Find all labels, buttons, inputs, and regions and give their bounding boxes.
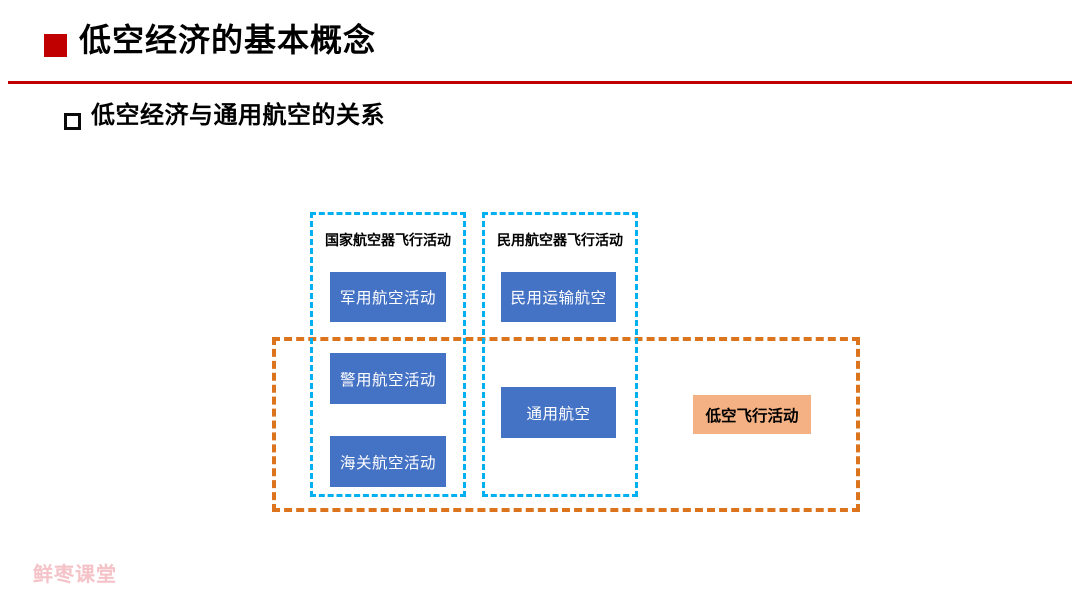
state-aircraft-group-outline	[310, 212, 466, 497]
box-customs-aviation: 海关航空活动	[330, 436, 446, 487]
box-general-aviation: 通用航空	[501, 387, 616, 438]
low-altitude-region-outline	[272, 337, 860, 512]
box-civil-transport-aviation: 民用运输航空	[501, 272, 616, 322]
page-title: 低空经济的基本概念	[79, 22, 377, 58]
state-aircraft-group-label: 国家航空器飞行活动	[325, 232, 451, 248]
civil-aircraft-group-label: 民用航空器飞行活动	[497, 232, 623, 248]
box-police-aviation: 警用航空活动	[330, 353, 446, 404]
section-subtitle: 低空经济与通用航空的关系	[91, 102, 385, 129]
box-military-aviation: 军用航空活动	[330, 272, 446, 322]
title-bullet-icon	[44, 34, 67, 57]
civil-aircraft-group-outline	[482, 212, 638, 497]
box-low-altitude-flight: 低空飞行活动	[693, 395, 811, 434]
title-divider	[8, 81, 1072, 84]
watermark: 鲜枣课堂	[33, 564, 117, 586]
subtitle-bullet-icon	[64, 113, 81, 130]
